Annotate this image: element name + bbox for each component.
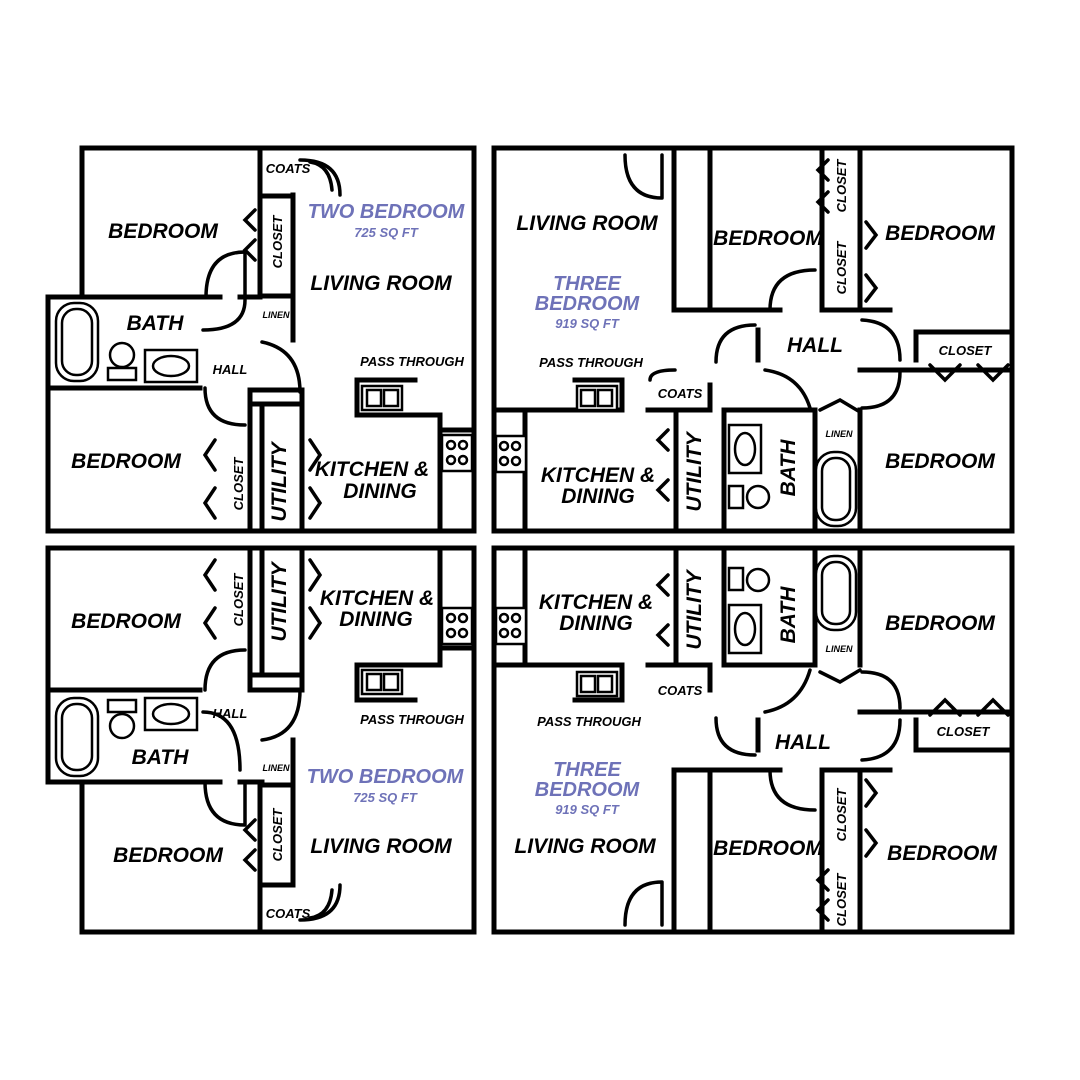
room-label: BEDROOM bbox=[713, 227, 823, 250]
room-label: DINING bbox=[559, 612, 633, 635]
room-label: PASS THROUGH bbox=[539, 355, 643, 370]
two-bedroom-plan-top: TWO BEDROOM 725 SQ FT BEDROOM BEDROOM BA… bbox=[45, 145, 477, 534]
room-label: KITCHEN & bbox=[315, 458, 429, 481]
room-label: BATH bbox=[132, 746, 190, 769]
room-label: BEDROOM bbox=[71, 450, 181, 473]
room-label: KITCHEN & bbox=[539, 591, 653, 614]
unit-title: TWO BEDROOM bbox=[308, 201, 466, 223]
three-bedroom-plan-bottom: THREE BEDROOM 919 SQ FT LIVING ROOM BEDR… bbox=[491, 545, 1015, 935]
room-label: CLOSET bbox=[270, 808, 285, 862]
room-label: BEDROOM bbox=[885, 222, 995, 245]
room-label: PASS THROUGH bbox=[360, 712, 464, 727]
room-label: COATS bbox=[658, 683, 703, 698]
unit-title-line-2: BEDROOM bbox=[535, 293, 641, 315]
room-label: BEDROOM bbox=[887, 842, 997, 865]
unit-area: 919 SQ FT bbox=[555, 802, 620, 817]
room-label: BATH bbox=[127, 312, 185, 335]
room-label: BEDROOM bbox=[71, 610, 181, 633]
room-label: CLOSET bbox=[834, 159, 849, 213]
room-label: CLOSET bbox=[939, 343, 993, 358]
room-label: CLOSET bbox=[834, 241, 849, 295]
room-label: LIVING ROOM bbox=[514, 835, 656, 858]
room-label: BEDROOM bbox=[885, 450, 995, 473]
room-label: DINING bbox=[343, 480, 417, 503]
room-label: CLOSET bbox=[231, 573, 246, 627]
room-label: DINING bbox=[339, 608, 413, 631]
room-label: BATH bbox=[777, 439, 800, 497]
unit-area: 725 SQ FT bbox=[354, 225, 419, 240]
unit-title-line-1: THREE bbox=[553, 759, 621, 781]
room-label: UTILITY bbox=[683, 568, 706, 649]
room-label: DINING bbox=[561, 485, 635, 508]
room-label: PASS THROUGH bbox=[537, 714, 641, 729]
room-label: LINEN bbox=[263, 310, 291, 320]
room-label: LIVING ROOM bbox=[310, 835, 452, 858]
room-label: CLOSET bbox=[834, 788, 849, 842]
room-label: HALL bbox=[213, 706, 248, 721]
room-label: KITCHEN & bbox=[541, 464, 655, 487]
room-label: LINEN bbox=[263, 763, 291, 773]
unit-area: 919 SQ FT bbox=[555, 316, 620, 331]
room-label: BEDROOM bbox=[713, 837, 823, 860]
room-label: COATS bbox=[658, 386, 703, 401]
room-label: CLOSET bbox=[937, 724, 991, 739]
unit-title: TWO BEDROOM bbox=[307, 766, 465, 788]
room-label: COATS bbox=[266, 161, 311, 176]
room-label: BEDROOM bbox=[885, 612, 995, 635]
room-label: KITCHEN & bbox=[320, 587, 434, 610]
room-label: BATH bbox=[777, 586, 800, 644]
room-label: LINEN bbox=[826, 644, 854, 654]
room-label: LIVING ROOM bbox=[516, 212, 658, 235]
two-bedroom-plan-bottom: TWO BEDROOM 725 SQ FT BEDROOM BEDROOM BA… bbox=[45, 545, 477, 935]
room-label: UTILITY bbox=[683, 430, 706, 511]
room-label: HALL bbox=[787, 334, 843, 357]
room-label: PASS THROUGH bbox=[360, 354, 464, 369]
room-label: HALL bbox=[775, 731, 831, 754]
room-label: UTILITY bbox=[268, 440, 291, 521]
room-label: UTILITY bbox=[268, 560, 291, 641]
unit-title-line-1: THREE bbox=[553, 273, 621, 295]
room-label: HALL bbox=[213, 362, 248, 377]
three-bedroom-plan-top: THREE BEDROOM 919 SQ FT LIVING ROOM BEDR… bbox=[491, 145, 1015, 534]
unit-title-line-2: BEDROOM bbox=[535, 779, 641, 801]
room-label: CLOSET bbox=[834, 873, 849, 927]
room-label: LIVING ROOM bbox=[310, 272, 452, 295]
unit-area: 725 SQ FT bbox=[353, 790, 418, 805]
room-label: BEDROOM bbox=[108, 220, 218, 243]
room-label: CLOSET bbox=[270, 215, 285, 269]
room-label: CLOSET bbox=[231, 457, 246, 511]
room-label: BEDROOM bbox=[113, 844, 223, 867]
room-label: LINEN bbox=[826, 429, 854, 439]
room-label: COATS bbox=[266, 906, 311, 921]
